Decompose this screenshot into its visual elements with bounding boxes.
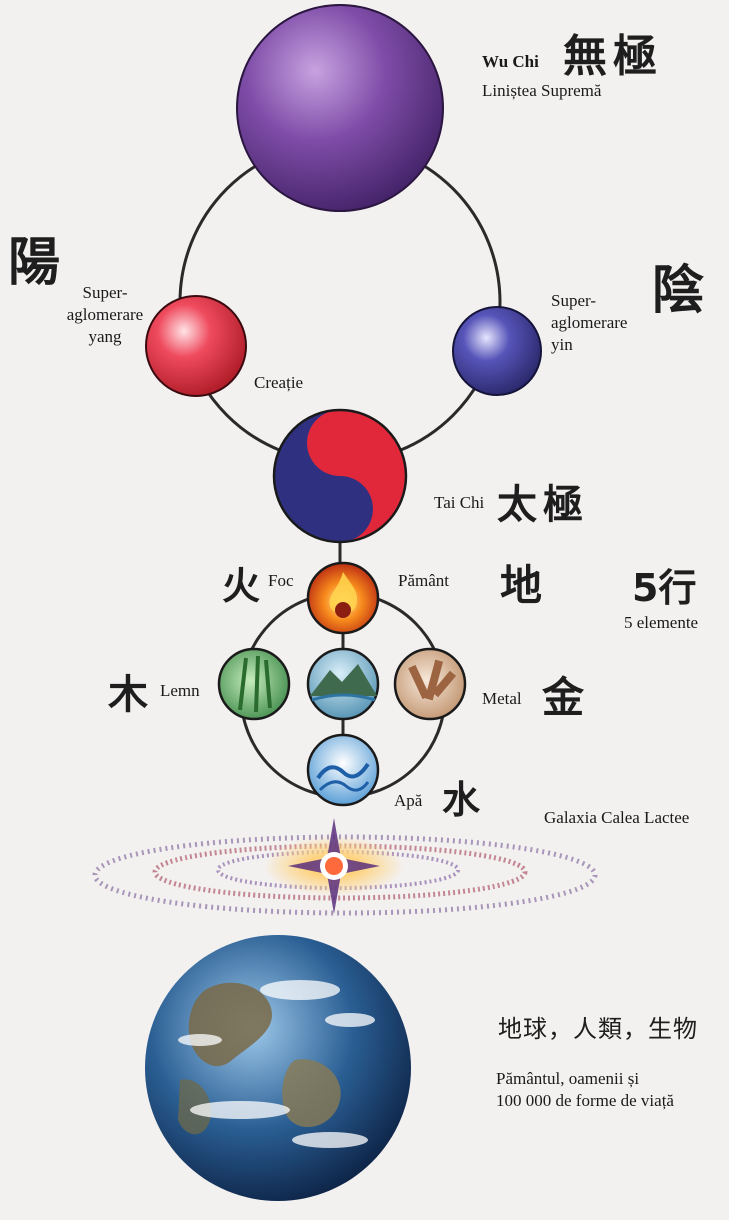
taichi-symbol xyxy=(274,410,406,542)
yin-label-line3: yin xyxy=(551,334,627,356)
yin-label-line1: Super- xyxy=(551,290,627,312)
water-label: Apă xyxy=(394,790,422,812)
planet-chinese-characters: 地球，人類，生物 xyxy=(498,1014,698,1044)
wood-element-icon xyxy=(219,649,289,719)
planet-earth-image xyxy=(145,935,411,1201)
water-chinese-character: 水 xyxy=(442,778,480,822)
yin-sphere xyxy=(453,307,541,395)
metal-chinese-character: 金 xyxy=(542,674,584,722)
metal-element-icon xyxy=(395,649,465,719)
wood-chinese-character: 木 xyxy=(108,672,148,718)
yin-label: Super- aglomerare yin xyxy=(551,290,627,356)
metal-label: Metal xyxy=(482,688,522,710)
planet-label-line2: 100 000 de forme de viață xyxy=(496,1090,674,1112)
fire-element-icon xyxy=(308,563,378,633)
yang-sphere xyxy=(146,296,246,396)
taichi-chinese-characters: 太極 xyxy=(497,482,589,528)
yang-label: Super- aglomerare yang xyxy=(50,282,160,348)
creation-label: Creație xyxy=(254,372,303,394)
yin-chinese-character: 陰 xyxy=(652,262,704,320)
wuchi-title: Wu Chi xyxy=(482,51,539,73)
earth-label: Pământ xyxy=(398,570,449,592)
fire-chinese-character: 火 xyxy=(222,564,260,608)
five-elements-label: 5 elemente xyxy=(624,612,698,634)
wuchi-subtitle: Liniștea Supremă xyxy=(482,80,601,102)
earth-element-icon xyxy=(308,649,378,719)
planet-label-line1: Pământul, oamenii și xyxy=(496,1068,674,1090)
wuchi-sphere xyxy=(237,5,443,211)
milky-way-galaxy-icon xyxy=(95,818,595,914)
taichi-label: Tai Chi xyxy=(434,492,484,514)
water-element-icon xyxy=(308,735,378,805)
yang-label-line3: yang xyxy=(50,326,160,348)
planet-label: Pământul, oamenii și 100 000 de forme de… xyxy=(496,1068,674,1112)
earth-chinese-character: 地 xyxy=(500,562,542,610)
yang-label-line1: Super- xyxy=(50,282,160,304)
yang-label-line2: aglomerare xyxy=(50,304,160,326)
five-elements-chinese: 5行 xyxy=(632,566,696,610)
wood-label: Lemn xyxy=(160,680,200,702)
galaxy-label: Galaxia Calea Lactee xyxy=(544,807,689,829)
wuchi-chinese-characters: 無極 xyxy=(563,32,663,82)
yin-label-line2: aglomerare xyxy=(551,312,627,334)
fire-label: Foc xyxy=(268,570,294,592)
